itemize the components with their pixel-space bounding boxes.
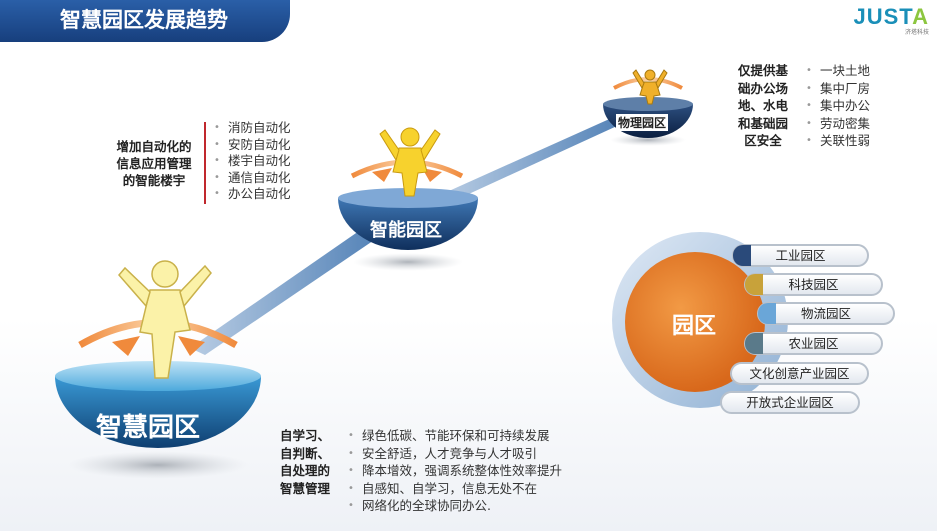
ramp-upper bbox=[440, 112, 630, 204]
arrow-head-medium-left-icon bbox=[372, 168, 392, 182]
list-item: 集中厂房 bbox=[806, 80, 870, 98]
figure-medium-icon bbox=[379, 127, 441, 197]
arrow-head-left-icon bbox=[112, 336, 140, 356]
list-item: 绿色低碳、节能环保和可持续发展 bbox=[348, 427, 562, 445]
brand-logo: JUSTA 济塔科技 bbox=[854, 4, 930, 36]
logo-tagline: 济塔科技 bbox=[904, 29, 929, 36]
physical-desc-line: 仅提供基 bbox=[737, 63, 788, 78]
park-type-label: 物流园区 bbox=[800, 306, 851, 321]
bowl-shadow-large bbox=[68, 451, 248, 479]
park-center-label: 园区 bbox=[672, 314, 717, 339]
park-type-tech: 科技园区 bbox=[744, 273, 883, 296]
park-type-label: 开放式企业园区 bbox=[746, 395, 834, 410]
page-title: 智慧园区发展趋势 bbox=[0, 0, 290, 42]
list-item: 楼宇自动化 bbox=[214, 153, 291, 170]
bowl-shadow-medium bbox=[353, 253, 463, 271]
stage-label-physical: 物理园区 bbox=[616, 114, 669, 131]
smart-desc-line: 自学习、 bbox=[279, 428, 330, 443]
ramp-lower bbox=[190, 222, 386, 355]
bowl-large bbox=[55, 376, 261, 448]
bowl-shadow-small bbox=[610, 134, 686, 146]
list-item: 消防自动化 bbox=[214, 120, 291, 137]
arrow-head-right-icon bbox=[178, 336, 205, 356]
bowl-medium bbox=[338, 198, 478, 250]
smart-features-list: 绿色低碳、节能环保和可持续发展 安全舒适，人才竞争与人才吸引 降本增效，强调系统… bbox=[348, 427, 562, 515]
physical-desc-line: 础办公场 bbox=[737, 80, 788, 96]
list-item: 安防自动化 bbox=[214, 137, 291, 154]
bowl-medium-top bbox=[338, 188, 478, 208]
list-item: 安全舒适，人才竞争与人才吸引 bbox=[348, 445, 562, 463]
logo-text-b: A bbox=[912, 4, 929, 29]
intelligent-desc-line: 信息应用管理 bbox=[116, 156, 192, 171]
stage-label-intelligent: 智能园区 bbox=[370, 220, 442, 241]
figure-large-icon bbox=[118, 260, 212, 379]
intelligent-desc-line: 的智能楼宇 bbox=[122, 173, 186, 188]
pill-dot-icon bbox=[745, 274, 763, 295]
list-item: 关联性弱 bbox=[806, 132, 870, 150]
smart-desc-line: 自处理的 bbox=[279, 463, 330, 478]
physical-features-list: 一块土地 集中厂房 集中办公 劳动密集 关联性弱 bbox=[806, 62, 870, 150]
intelligent-features-list: 消防自动化 安防自动化 楼宇自动化 通信自动化 办公自动化 bbox=[214, 120, 291, 203]
physical-desc-line: 区安全 bbox=[744, 133, 782, 148]
pill-dot-icon bbox=[733, 245, 751, 266]
park-type-industrial: 工业园区 bbox=[732, 244, 869, 267]
list-item: 自感知、自学习，信息无处不在 bbox=[348, 480, 562, 498]
intelligent-desc-line: 增加自动化的 bbox=[116, 139, 192, 154]
pill-dot-icon bbox=[758, 303, 776, 324]
physical-desc-line: 地、水电 bbox=[737, 98, 788, 113]
park-type-label: 科技园区 bbox=[788, 277, 839, 292]
list-item: 一块土地 bbox=[806, 62, 870, 80]
list-item: 劳动密集 bbox=[806, 115, 870, 133]
pill-dot-icon bbox=[745, 333, 763, 354]
list-item: 集中办公 bbox=[806, 97, 870, 115]
park-type-label: 工业园区 bbox=[775, 248, 826, 263]
park-core bbox=[625, 252, 765, 392]
list-item: 通信自动化 bbox=[214, 170, 291, 187]
logo-text-a: JUST bbox=[853, 4, 913, 29]
park-type-agriculture: 农业园区 bbox=[744, 332, 883, 355]
intelligent-desc: 增加自动化的 信息应用管理 的智能楼宇 bbox=[106, 138, 202, 189]
figure-small-icon bbox=[632, 69, 668, 105]
stage-label-smart: 智慧园区 bbox=[96, 413, 201, 443]
smart-desc: 自学习、 自判断、 自处理的 智慧管理 bbox=[270, 427, 340, 497]
park-type-cultural: 文化创意产业园区 bbox=[730, 362, 869, 385]
list-item: 网络化的全球协同办公. bbox=[348, 497, 562, 515]
park-type-open-enterprise: 开放式企业园区 bbox=[720, 391, 860, 414]
smart-desc-line: 自判断、 bbox=[279, 445, 330, 461]
smart-desc-line: 智慧管理 bbox=[279, 480, 330, 496]
park-type-label: 文化创意产业园区 bbox=[749, 366, 850, 381]
physical-desc-line: 和基础园 bbox=[737, 115, 788, 131]
list-item: 办公自动化 bbox=[214, 186, 291, 203]
list-item: 降本增效，强调系统整体性效率提升 bbox=[348, 462, 562, 480]
park-type-label: 农业园区 bbox=[788, 336, 839, 351]
park-type-logistics: 物流园区 bbox=[757, 302, 895, 325]
physical-desc: 仅提供基 础办公场 地、水电 和基础园 区安全 bbox=[718, 62, 808, 150]
